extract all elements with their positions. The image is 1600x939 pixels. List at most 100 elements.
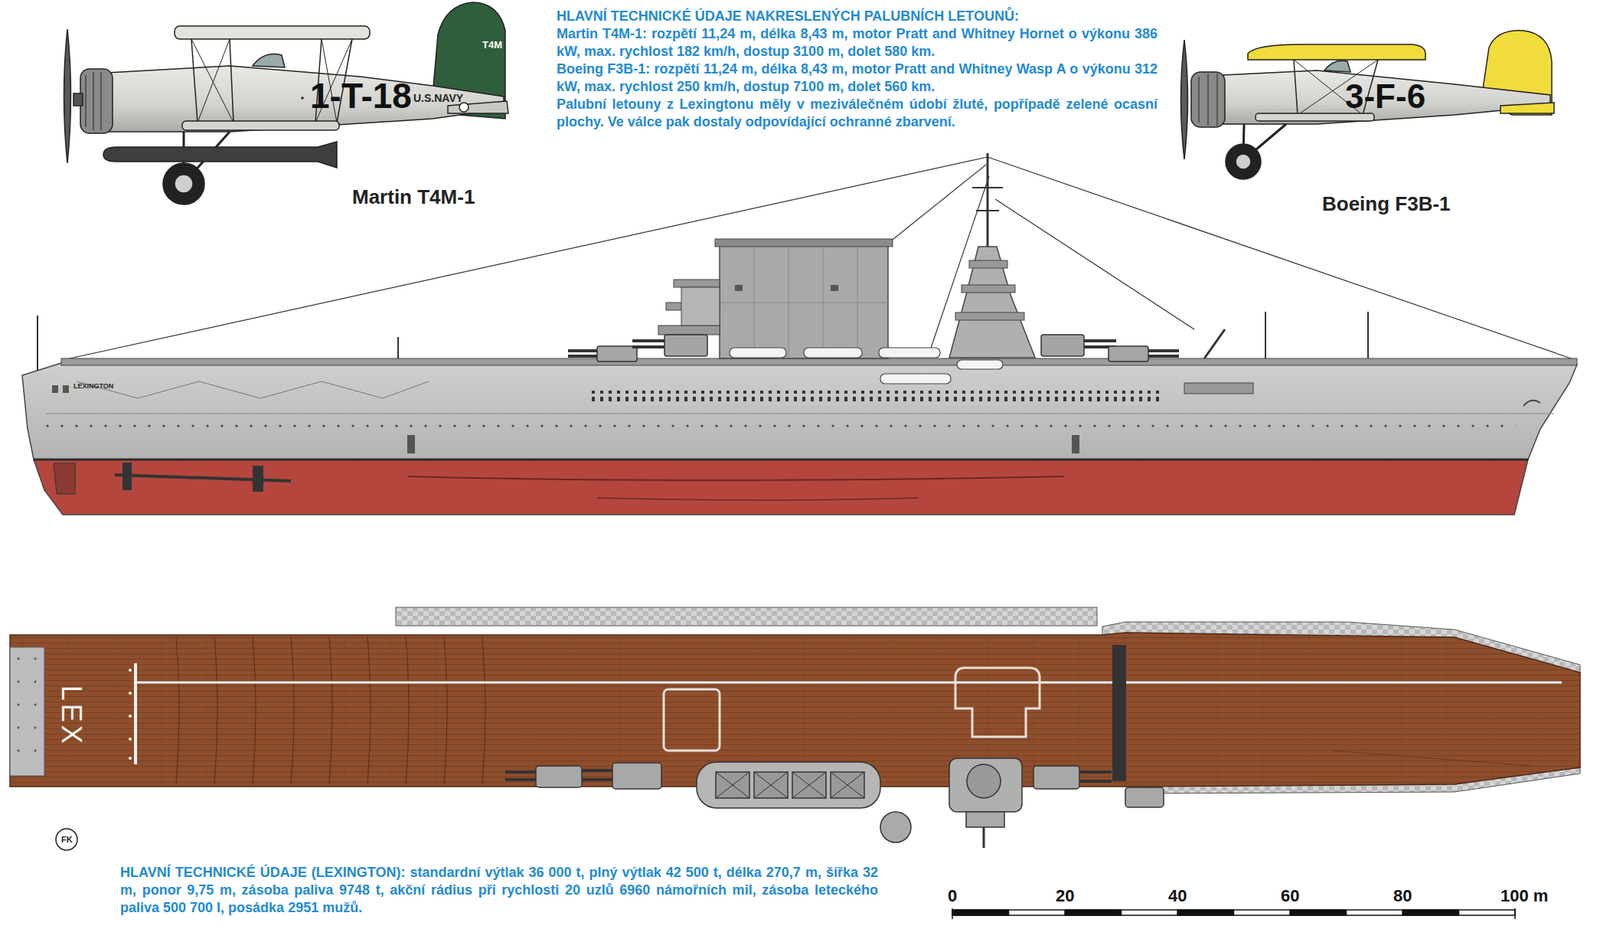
flight-deck-plan-part-part	[482, 636, 486, 784]
flight-deck-plan-part-part	[715, 771, 750, 798]
ship-profile-part-part	[62, 156, 988, 360]
flight-deck-plan-part-part	[128, 668, 132, 672]
martin-t4m-aircraft-part	[197, 39, 230, 123]
ship-spec-text: HLAVNÍ TECHNICKÉ ÚDAJE (LEXINGTON): stan…	[120, 863, 879, 917]
martin-t4m-aircraft-part	[107, 65, 504, 132]
scale-bar-part	[1289, 909, 1347, 915]
aircraft-code: 3-F-6	[1345, 78, 1426, 115]
martin-t4m-aircraft-part	[252, 54, 285, 68]
ship-profile-part-part	[1148, 354, 1179, 358]
ship-profile-part-part	[632, 339, 665, 343]
ship-profile-part-part	[1264, 311, 1267, 362]
ship-profile-part	[972, 186, 1003, 189]
flight-deck-plan-part-part	[949, 757, 1023, 812]
flight-deck-plan-part	[395, 607, 1098, 626]
ship-profile-part	[1184, 382, 1254, 394]
flight-deck-plan-part-part	[792, 771, 827, 798]
ship-profile-part	[969, 260, 1008, 268]
boeing-f3b-aircraft-part	[1293, 59, 1298, 115]
spec-column: HLAVNÍ TECHNICKÉ ÚDAJE NAKRESLENÝCH PALU…	[556, 7, 1158, 131]
ship-profile-part-part	[397, 336, 399, 362]
flight-deck-plan-part	[715, 771, 865, 798]
flight-deck-plan-part-part	[17, 657, 20, 660]
flight-deck-plan-part-part	[329, 636, 333, 784]
ship-profile-part	[1071, 434, 1080, 454]
ship-profile-part-part	[1148, 349, 1179, 353]
ship-profile-part	[122, 462, 132, 490]
boeing-f3b-aircraft-part	[1500, 102, 1555, 114]
boeing-f3b-aircraft-part	[1191, 71, 1225, 128]
flight-deck-plan-part-part	[581, 768, 613, 772]
martin-t4m-aircraft-part	[174, 174, 193, 193]
martin-t4m-aircraft-part	[64, 29, 72, 164]
ship-profile-part	[33, 459, 1529, 515]
ship-profile-part	[22, 362, 1578, 460]
scale-bar-part	[1514, 907, 1516, 919]
scale-bar-part	[1064, 909, 1122, 915]
flight-deck-plan-part-part	[34, 680, 37, 683]
scale-bar-part	[952, 909, 1516, 915]
ship-profile-part	[986, 153, 990, 247]
ship-profile-part	[1523, 400, 1541, 406]
flight-deck-plan-part-part	[17, 680, 20, 683]
scale-bar-part	[951, 907, 954, 919]
martin-t4m-aircraft-part	[191, 39, 198, 123]
flight-deck-plan-part-part	[696, 761, 881, 808]
ship-profile-part-part	[729, 347, 787, 358]
scale-number: 20	[1055, 886, 1075, 905]
flight-deck-plan-part-part	[792, 771, 827, 798]
boeing-f3b-aircraft-part	[1207, 73, 1209, 126]
scale-bar-part	[1177, 909, 1235, 915]
flight-deck-plan-part-part	[214, 636, 218, 784]
flight-deck-plan-part-part	[966, 764, 1001, 798]
boeing-f3b-aircraft-part	[1225, 143, 1261, 180]
flight-deck-plan-part-part	[754, 771, 788, 798]
flight-deck-plan-part	[955, 667, 1040, 737]
flight-deck-plan-part-part	[830, 771, 865, 798]
signature-mark-part	[55, 828, 78, 850]
martin-t4m-aircraft	[64, 2, 510, 205]
signature-mark	[55, 828, 78, 850]
scale-number: 60	[1280, 886, 1300, 905]
ship-profile-part	[949, 246, 1036, 358]
ship-profile-part-part	[36, 315, 39, 374]
flight-deck-plan-part-part	[405, 636, 409, 784]
boeing-f3b-aircraft-part	[1223, 70, 1551, 125]
flight-deck-plan-part-part	[1033, 765, 1080, 789]
aircraft-name: Boeing F3B-1	[1322, 192, 1451, 216]
flight-deck-plan-part-part	[505, 770, 536, 774]
ship-profile-part-part	[664, 334, 708, 356]
martin-t4m-aircraft-part	[84, 75, 87, 128]
flight-deck-plan-part-part	[754, 771, 788, 798]
flight-deck-plan-part	[1332, 750, 1532, 766]
tail-marking: T4M	[482, 39, 503, 51]
aircraft-marking: U.S.NAVY	[413, 92, 464, 105]
ship-profile-part	[729, 347, 1003, 384]
flight-deck-plan-part-part	[966, 811, 1005, 827]
ship-profile-part	[252, 465, 264, 492]
ship-profile-part	[76, 381, 429, 399]
scale-number: 40	[1168, 886, 1187, 905]
flight-deck-plan-part-part	[34, 749, 37, 752]
ship-profile-part	[407, 434, 415, 454]
flight-deck-plan-part-part	[128, 714, 132, 718]
ship-profile-part-part	[1084, 339, 1117, 343]
scale-bar-part	[1402, 909, 1460, 915]
flight-deck-plan-part	[663, 688, 720, 751]
flight-deck-plan-part-part	[128, 691, 132, 695]
flight-deck-plan-part-part	[612, 762, 662, 789]
ship-profile-part-part	[995, 199, 1195, 330]
ship-profile-part-part	[880, 373, 951, 384]
martin-t4m-aircraft-part	[100, 71, 102, 131]
ship-profile	[22, 153, 1578, 515]
boeing-f3b-aircraft-part	[1216, 73, 1218, 126]
flight-deck-plan-part	[133, 681, 1562, 684]
ship-profile-part	[715, 238, 893, 247]
flight-deck-plan-part-part	[176, 636, 180, 784]
flight-deck-plan-part-part	[792, 771, 827, 798]
flight-deck-plan-part-part	[1079, 779, 1112, 783]
flight-deck-plan-part-part	[830, 771, 865, 798]
ship-profile-part-part	[956, 359, 1003, 369]
ship-profile-part	[961, 284, 1016, 293]
